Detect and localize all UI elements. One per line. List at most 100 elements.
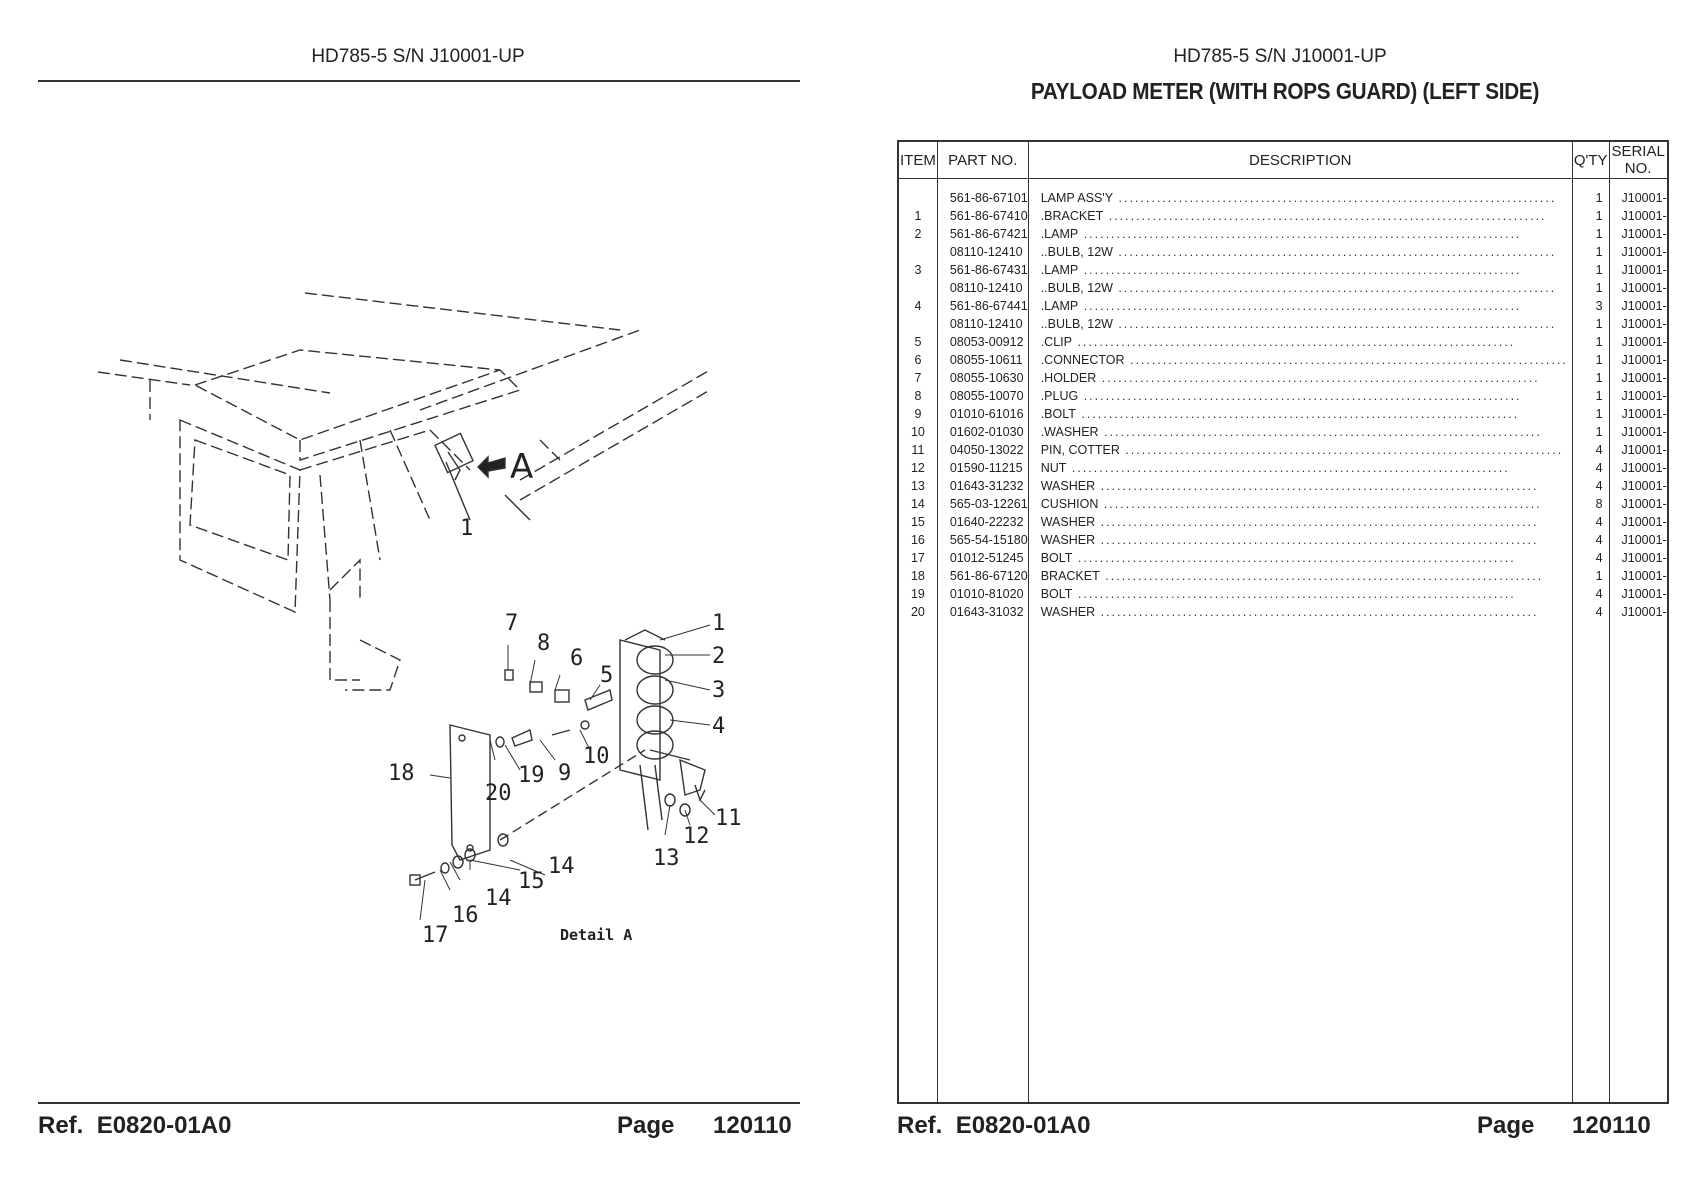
- table-cell-item: 16: [910, 533, 925, 547]
- table-cell-part: 561-86-67431: [949, 263, 1028, 277]
- table-cell-part: 561-86-67101: [949, 191, 1028, 205]
- callout-15: 15: [518, 869, 545, 894]
- table-cell-item: 18: [910, 569, 925, 583]
- table-cell-qty: 8: [1595, 497, 1603, 511]
- callout-9: 9: [558, 761, 571, 786]
- table-cell-serial: J10001-: [1621, 371, 1667, 385]
- table-cell-desc: BOLT ...................................…: [1040, 551, 1516, 565]
- table-cell-part: 561-86-67410: [949, 209, 1028, 223]
- header-qty: Q'TY: [1572, 141, 1610, 179]
- callout-3: 3: [712, 678, 725, 703]
- table-cell-item: 15: [910, 515, 925, 529]
- header-serial-no: SERIAL NO.: [1609, 141, 1668, 179]
- table-cell-serial: J10001-: [1621, 263, 1667, 277]
- table-cell-part: 01010-81020: [949, 587, 1024, 601]
- table-cell-qty: 1: [1595, 209, 1603, 223]
- table-cell-part: 08053-00912: [949, 335, 1024, 349]
- left-page-number: 120110: [713, 1112, 792, 1139]
- table-cell-item: 12: [910, 461, 925, 475]
- table-cell-serial: J10001-: [1621, 551, 1667, 565]
- table-cell-serial: J10001-: [1621, 605, 1667, 619]
- left-header-rule: [38, 80, 800, 82]
- table-cell-desc: ..BULB, 12W ............................…: [1040, 317, 1557, 331]
- table-cell-serial: J10001-: [1621, 281, 1667, 295]
- exploded-parts-diagram: 1 A 1 2 3 4 5 6 7 8 9 10 11 12 13 14 14 …: [97, 292, 742, 948]
- table-cell-qty: 4: [1595, 605, 1603, 619]
- table-cell-item: 13: [910, 479, 925, 493]
- callout-20: 20: [485, 781, 512, 806]
- table-cell-qty: 4: [1595, 443, 1603, 457]
- callout-A: A: [510, 447, 533, 487]
- left-ref: Ref. E0820-01A0: [38, 1112, 232, 1139]
- serial-column: J10001- J10001- J10001- J10001- J10001- J1000…: [1610, 179, 1667, 621]
- header-part-no: PART NO.: [937, 141, 1029, 179]
- table-cell-part: 01643-31032: [949, 605, 1024, 619]
- right-page-number: 120110: [1572, 1112, 1651, 1139]
- table-cell-desc: .LAMP ..................................…: [1040, 299, 1522, 313]
- header-item: ITEM: [898, 141, 938, 179]
- table-cell-qty: 1: [1595, 281, 1603, 295]
- table-cell-serial: J10001-: [1621, 227, 1667, 241]
- table-cell-item: 6: [914, 353, 922, 367]
- table-cell-item: 5: [914, 335, 922, 349]
- table-cell-part: 08110-12410: [949, 281, 1023, 295]
- table-cell-qty: 1: [1595, 245, 1603, 259]
- table-cell-qty: 1: [1595, 263, 1603, 277]
- table-cell-serial: J10001-: [1621, 587, 1667, 601]
- callout-17: 17: [422, 923, 449, 948]
- table-cell-item: 11: [911, 443, 925, 457]
- table-cell-item: 3: [914, 263, 922, 277]
- callout-6: 6: [570, 646, 583, 671]
- table-cell-item: [899, 243, 937, 261]
- callout-5: 5: [600, 663, 613, 688]
- table-cell-qty: 1: [1595, 227, 1603, 241]
- table-cell-serial: J10001-: [1621, 569, 1667, 583]
- callout-1-main: 1: [460, 516, 473, 541]
- table-cell-desc: WASHER .................................…: [1040, 533, 1539, 547]
- table-cell-item: [899, 189, 937, 207]
- table-cell-desc: WASHER .................................…: [1040, 479, 1539, 493]
- table-cell-qty: 1: [1595, 569, 1603, 583]
- table-cell-part: 565-54-15180: [949, 533, 1028, 547]
- right-ref: Ref. E0820-01A0: [897, 1112, 1091, 1139]
- table-cell-serial: J10001-: [1621, 299, 1667, 313]
- table-cell-qty: 1: [1595, 191, 1603, 205]
- table-cell-serial: J10001-: [1621, 245, 1667, 259]
- table-cell-item: 7: [914, 371, 922, 385]
- table-cell-desc: .CONNECTOR .............................…: [1040, 353, 1568, 367]
- table-cell-qty: 4: [1595, 479, 1603, 493]
- table-cell-part: 561-86-67441: [949, 299, 1028, 313]
- table-cell-part: 561-86-67421: [949, 227, 1028, 241]
- detail-a-label: Detail A: [560, 926, 632, 944]
- table-cell-part: 08055-10070: [949, 389, 1024, 403]
- callout-13: 13: [653, 846, 680, 871]
- table-cell-qty: 1: [1595, 425, 1603, 439]
- table-cell-part: 01010-61016: [949, 407, 1024, 421]
- callout-14a: 14: [548, 854, 575, 879]
- table-cell-serial: J10001-: [1621, 515, 1667, 529]
- table-cell-qty: 4: [1595, 461, 1603, 475]
- table-cell-qty: 1: [1595, 389, 1603, 403]
- callout-12: 12: [683, 824, 710, 849]
- description-column: LAMP ASS'Y .............................…: [1029, 179, 1572, 621]
- table-cell-desc: WASHER .................................…: [1040, 605, 1539, 619]
- table-cell-part: 08055-10630: [949, 371, 1024, 385]
- table-cell-part: 565-03-12261: [949, 497, 1028, 511]
- callout-10: 10: [583, 744, 610, 769]
- table-cell-desc: BRACKET ................................…: [1040, 569, 1544, 583]
- table-cell-serial: J10001-: [1621, 443, 1667, 457]
- table-cell-item: 2: [914, 227, 922, 241]
- callout-4: 4: [712, 714, 725, 739]
- table-cell-desc: PIN, COTTER ............................…: [1040, 443, 1564, 457]
- callout-1: 1: [712, 611, 725, 636]
- table-cell-desc: LAMP ASS'Y .............................…: [1040, 191, 1557, 205]
- table-cell-desc: .WASHER ................................…: [1040, 425, 1542, 439]
- table-cell-part: 01012-51245: [949, 551, 1024, 565]
- callout-8: 8: [537, 631, 550, 656]
- table-cell-serial: J10001-: [1621, 497, 1667, 511]
- table-cell-qty: 1: [1595, 371, 1603, 385]
- table-cell-serial: J10001-: [1621, 209, 1667, 223]
- table-cell-serial: J10001-: [1621, 407, 1667, 421]
- callout-2: 2: [712, 644, 725, 669]
